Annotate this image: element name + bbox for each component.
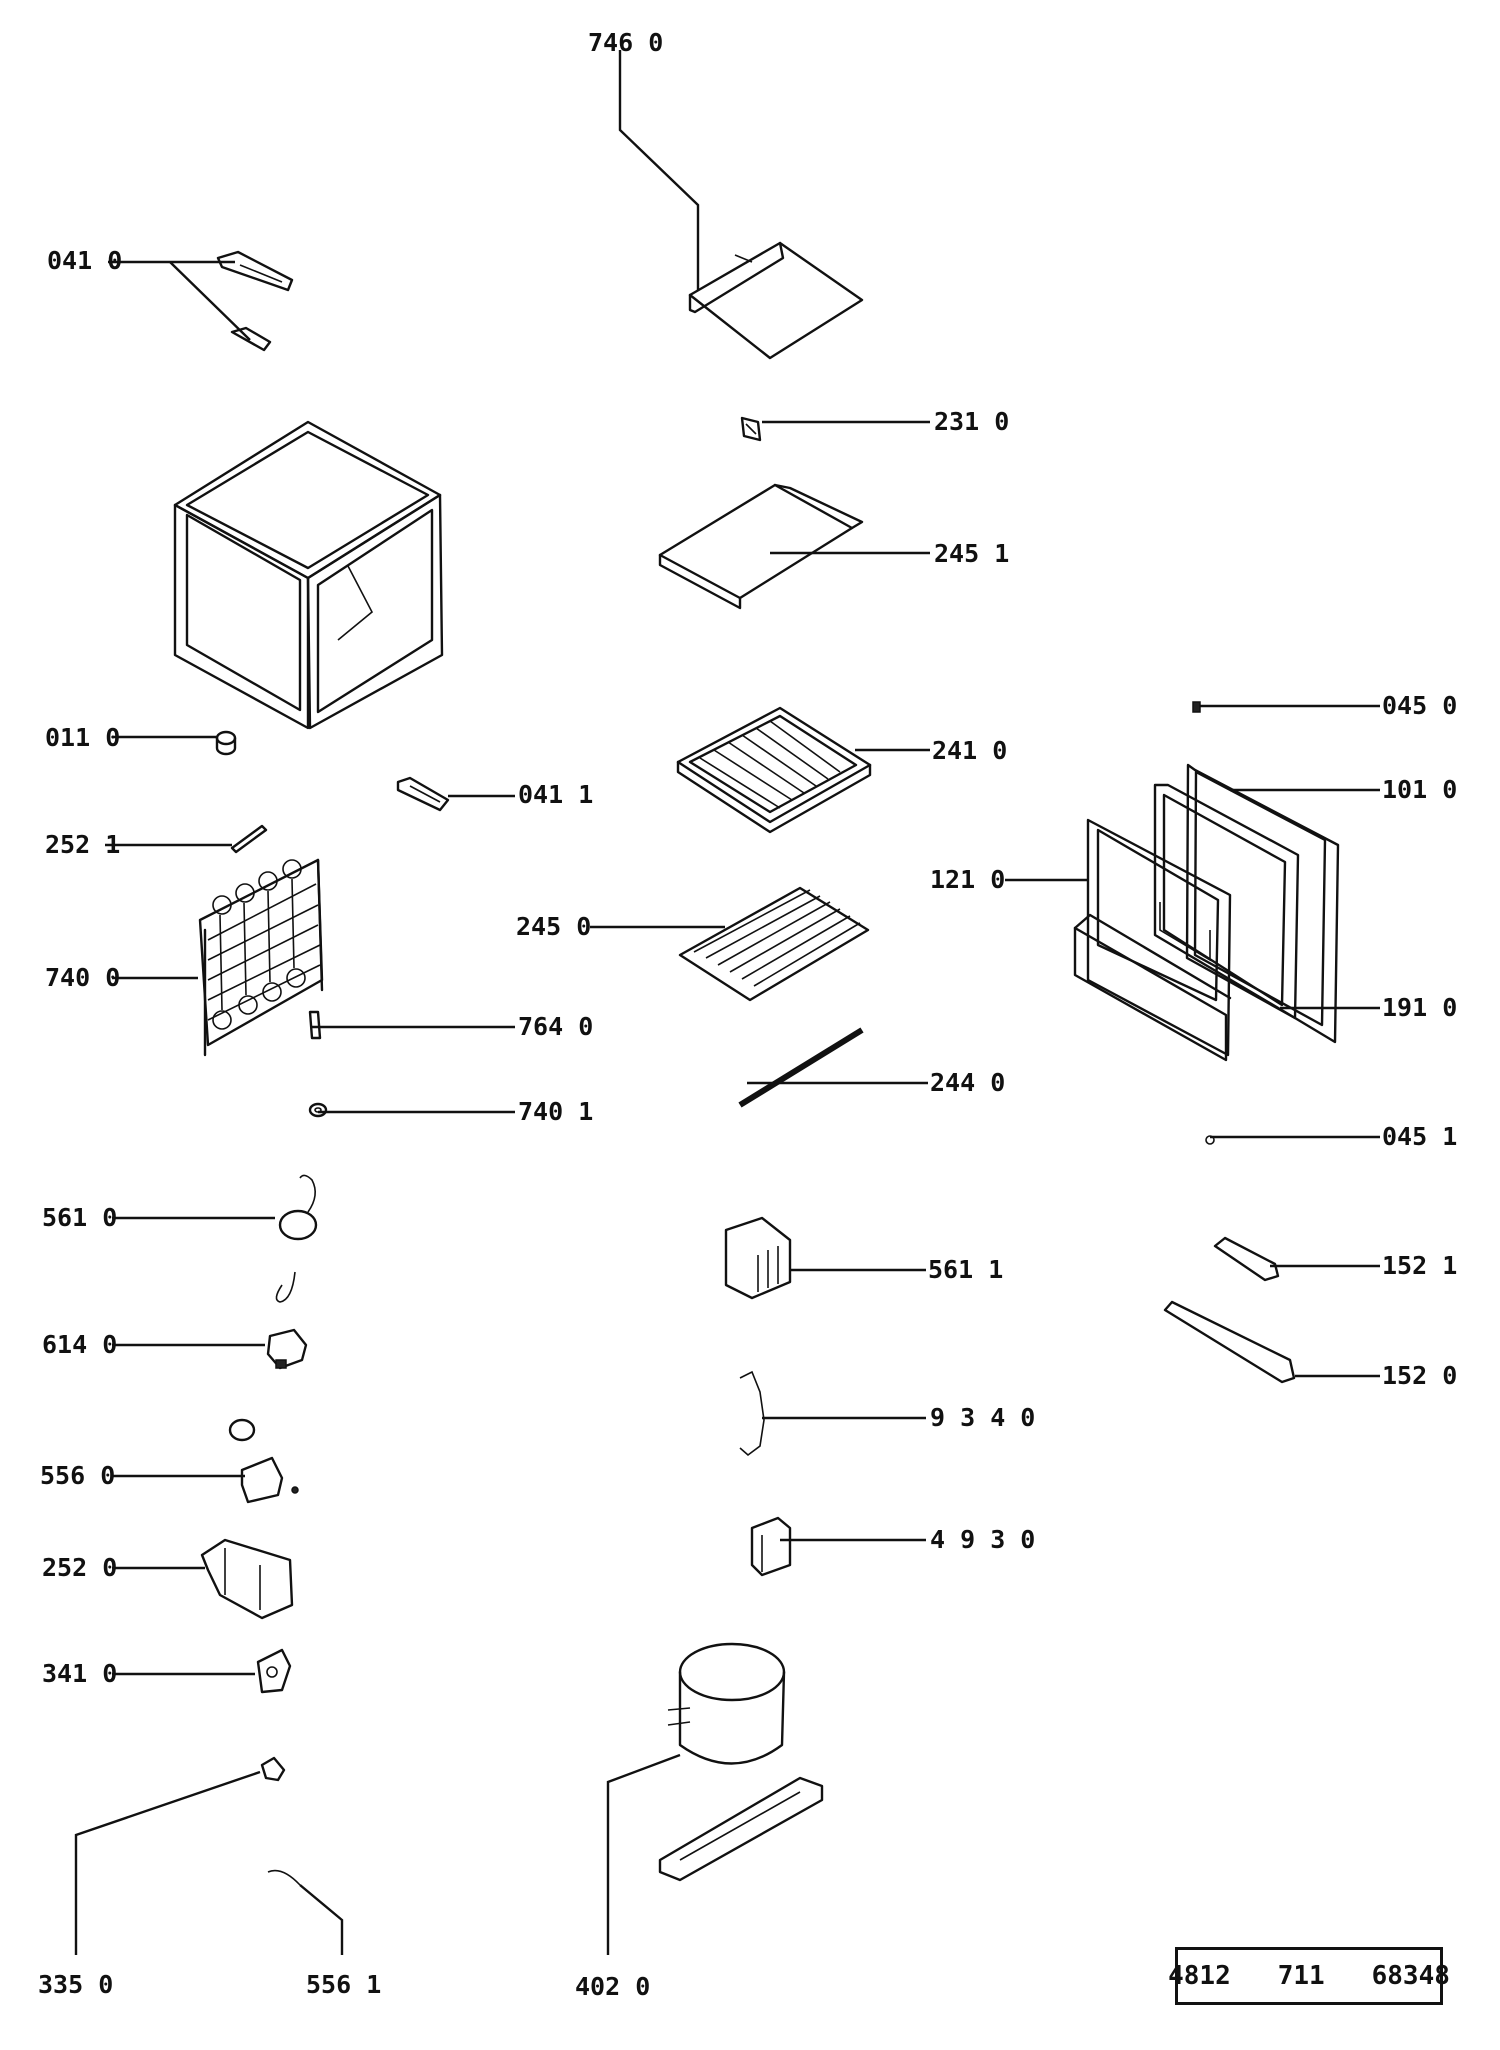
label-152-0: 152 0	[1382, 1361, 1457, 1390]
part-door-assembly	[1073, 763, 1340, 1062]
part-045-1	[1205, 1135, 1215, 1145]
part-746-0-top-plate	[688, 241, 864, 360]
part-244-0-strip	[738, 1027, 864, 1108]
part-764-0-pin	[308, 1010, 322, 1040]
part-041-1-bracket	[396, 776, 450, 812]
part-934-0-wire	[739, 1370, 765, 1457]
label-614-0: 614 0	[42, 1330, 117, 1359]
part-335-0	[260, 1756, 286, 1782]
label-746-0: 746 0	[588, 28, 663, 57]
part-614-0-switch	[266, 1328, 308, 1370]
label-764-0: 764 0	[518, 1012, 593, 1041]
part-152-0-handle	[1163, 1300, 1296, 1384]
part-493-0-block	[750, 1516, 792, 1577]
label-231-0: 231 0	[934, 407, 1009, 436]
part-740-0-condenser	[198, 858, 324, 1057]
part-556-0-relay	[228, 1418, 299, 1504]
leader-lines	[74, 50, 1380, 1955]
label-041-1: 041 1	[518, 780, 593, 809]
document-number-box: 4812 711 68348	[1168, 1947, 1450, 2005]
label-556-0: 556 0	[40, 1461, 115, 1490]
part-556-1	[267, 1869, 301, 1886]
label-101-0: 101 0	[1382, 775, 1457, 804]
part-402-0-compressor	[658, 1642, 824, 1882]
label-252-0: 252 0	[42, 1553, 117, 1582]
label-335-0: 335 0	[38, 1970, 113, 1999]
label-121-0: 121 0	[930, 865, 1005, 894]
label-402-0: 402 0	[575, 1972, 650, 2001]
part-245-1-shelf-cover	[658, 483, 864, 610]
label-045-0: 045 0	[1382, 691, 1457, 720]
part-011-0-knob	[215, 730, 237, 756]
label-152-1: 152 1	[1382, 1251, 1457, 1280]
part-341-0	[256, 1648, 292, 1694]
label-011-0: 011 0	[45, 723, 120, 752]
label-191-0: 191 0	[1382, 993, 1457, 1022]
part-231-0-clip	[740, 416, 762, 442]
label-740-0: 740 0	[45, 963, 120, 992]
part-152-1-handle	[1213, 1236, 1280, 1282]
part-241-0-wire-shelf	[676, 706, 872, 834]
label-244-0: 244 0	[930, 1068, 1005, 1097]
label-556-1: 556 1	[306, 1970, 381, 1999]
part-041-0-brackets	[216, 250, 294, 352]
label-241-0: 241 0	[932, 736, 1007, 765]
part-045-0-screw	[1192, 701, 1201, 713]
label-740-1: 740 1	[518, 1097, 593, 1126]
label-252-1: 252 1	[45, 830, 120, 859]
label-041-0: 041 0	[47, 246, 122, 275]
cabinet-box	[173, 420, 444, 730]
part-labels: 746 0 041 0 231 0 245 1 011 0 041 1 241 …	[38, 28, 1457, 2001]
part-561-1-housing	[724, 1216, 792, 1300]
part-252-0-tray	[200, 1538, 294, 1620]
label-561-0: 561 0	[42, 1203, 117, 1232]
part-740-1-grommet	[308, 1102, 328, 1118]
label-561-1: 561 1	[928, 1255, 1003, 1284]
part-245-0-grid-shelf	[678, 886, 870, 1002]
label-045-1: 045 1	[1382, 1122, 1457, 1151]
label-341-0: 341 0	[42, 1659, 117, 1688]
label-245-0: 245 0	[516, 912, 591, 941]
part-252-1	[230, 824, 268, 854]
label-934-0: 9 3 4 0	[930, 1403, 1035, 1432]
label-493-0: 4 9 3 0	[930, 1525, 1035, 1554]
label-245-1: 245 1	[934, 539, 1009, 568]
part-561-0-thermostat	[275, 1174, 318, 1303]
